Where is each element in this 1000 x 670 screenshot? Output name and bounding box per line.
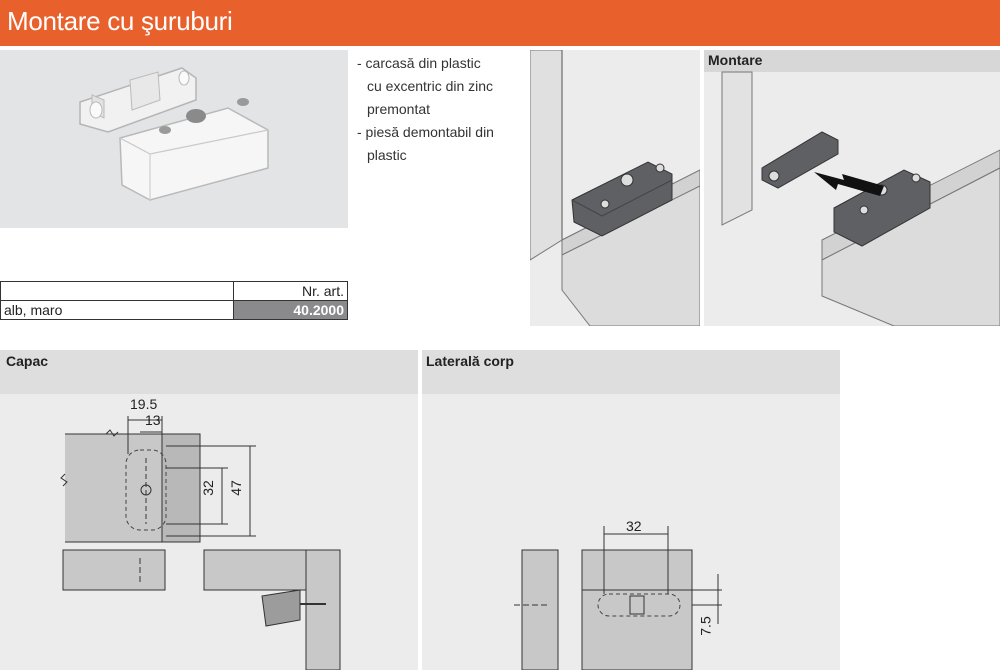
article-table: Nr. art. alb, maro 40.2000 xyxy=(0,281,348,320)
description-line: cu excentric din zinc xyxy=(367,78,494,94)
table-row: alb, maro 40.2000 xyxy=(0,300,348,320)
article-code-cell: 40.2000 xyxy=(233,300,348,320)
laterala-dimension-32: 32 xyxy=(626,518,642,534)
laterala-title: Laterală corp xyxy=(426,353,514,369)
capac-panel xyxy=(0,350,418,670)
capac-header xyxy=(0,350,418,394)
laterala-panel xyxy=(422,350,840,670)
montage-view xyxy=(704,50,1000,327)
description-line: - piesă demontabil din xyxy=(357,124,494,140)
product-photo xyxy=(0,50,348,228)
laterala-header xyxy=(422,350,840,394)
table-row: Nr. art. xyxy=(0,281,348,301)
description-line: plastic xyxy=(367,147,407,163)
dimension-32: 32 xyxy=(199,480,216,496)
description-line: - carcasă din plastic xyxy=(357,55,481,71)
installed-illustration xyxy=(529,49,701,327)
table-cell-empty xyxy=(0,281,234,301)
connector-illustration xyxy=(79,67,269,201)
capac-title: Capac xyxy=(6,353,49,369)
montage-illustration xyxy=(704,50,1000,327)
laterala-drawing xyxy=(514,526,722,670)
product-description: - carcasă din plastic cu excentric din z… xyxy=(357,52,527,167)
capac-drawing xyxy=(60,416,341,670)
dimension-13: 13 xyxy=(145,412,161,428)
montage-title: Montare xyxy=(708,52,763,68)
dimension-47: 47 xyxy=(227,480,244,496)
dimension-19-5: 19.5 xyxy=(130,396,158,412)
installed-view xyxy=(529,49,701,327)
article-number-header: Nr. art. xyxy=(233,281,348,301)
page-title: Montare cu şuruburi xyxy=(7,6,233,36)
description-line: premontat xyxy=(367,101,431,117)
header-bar xyxy=(0,0,1000,46)
laterala-dimension-7-5: 7.5 xyxy=(697,616,714,636)
variant-cell: alb, maro xyxy=(0,300,234,320)
